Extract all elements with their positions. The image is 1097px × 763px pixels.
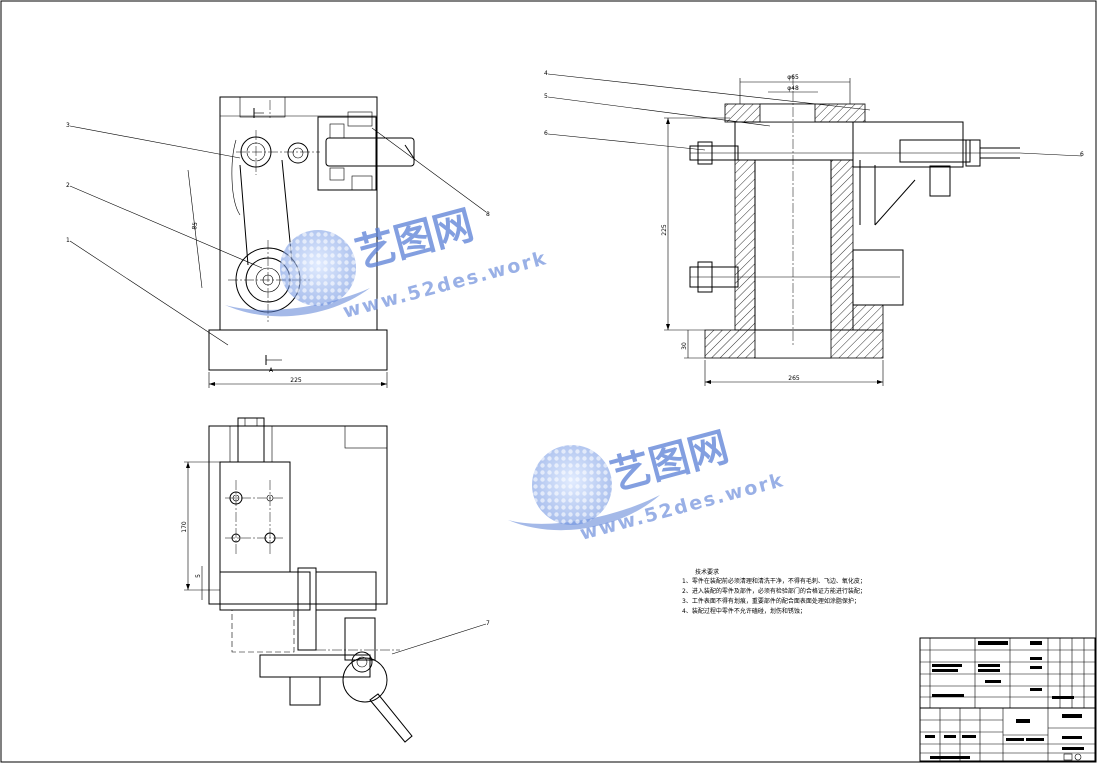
front-label-3: 3 <box>66 122 70 129</box>
dim-front-height-left: 85 <box>191 221 199 230</box>
front-section-mark: A <box>269 367 274 374</box>
section-label-5: 5 <box>544 93 548 100</box>
watermark-brand-1: 艺图网 <box>351 202 479 277</box>
section-label-4: 4 <box>544 70 548 77</box>
section-view: 265 225 30 φ65 φ48 4 5 6 6 <box>544 70 1084 386</box>
front-label-2: 2 <box>66 182 70 189</box>
tech-line-2: 2、进入装配的零件及部件，必须有检验部门的合格证方能进行装配； <box>682 587 866 595</box>
section-label-6: 6 <box>544 130 548 137</box>
dim-section-top: φ65 <box>787 74 799 81</box>
front-label-1: 1 <box>66 237 70 244</box>
dim-top-height: 170 <box>181 521 188 533</box>
dim-section-width: 265 <box>788 375 800 382</box>
dim-front-width: 225 <box>290 377 302 384</box>
tech-line-4: 4、装配过程中零件不允许磕碰，划伤和锈蚀； <box>682 607 806 615</box>
title-block <box>919 637 1096 762</box>
front-label-8: 8 <box>486 211 490 218</box>
top-label-7: 7 <box>486 620 490 627</box>
section-label-6b: 6 <box>1080 151 1084 158</box>
technical-requirements: 技术要求 1、零件在装配前必须清理和清洗干净，不得有毛刺、飞边、氧化皮； 2、进… <box>682 568 866 615</box>
watermark-1: 艺图网 www.52des.work <box>225 202 550 323</box>
top-view: 170 5 7 <box>181 417 490 743</box>
watermark-2: 艺图网 www.52des.work <box>508 424 787 545</box>
tech-line-1: 1、零件在装配前必须清理和清洗干净，不得有毛刺、飞边、氧化皮； <box>682 577 866 585</box>
dim-top-small: 5 <box>195 574 202 578</box>
dim-section-base: 30 <box>681 342 688 350</box>
dim-section-top-inner: φ48 <box>787 85 799 92</box>
tech-title: 技术要求 <box>695 568 719 576</box>
dim-section-height: 225 <box>661 224 668 236</box>
tech-line-3: 3、工件表面不得有划痕，重要部件的配合面表面处理如涂脂保护； <box>682 597 860 605</box>
